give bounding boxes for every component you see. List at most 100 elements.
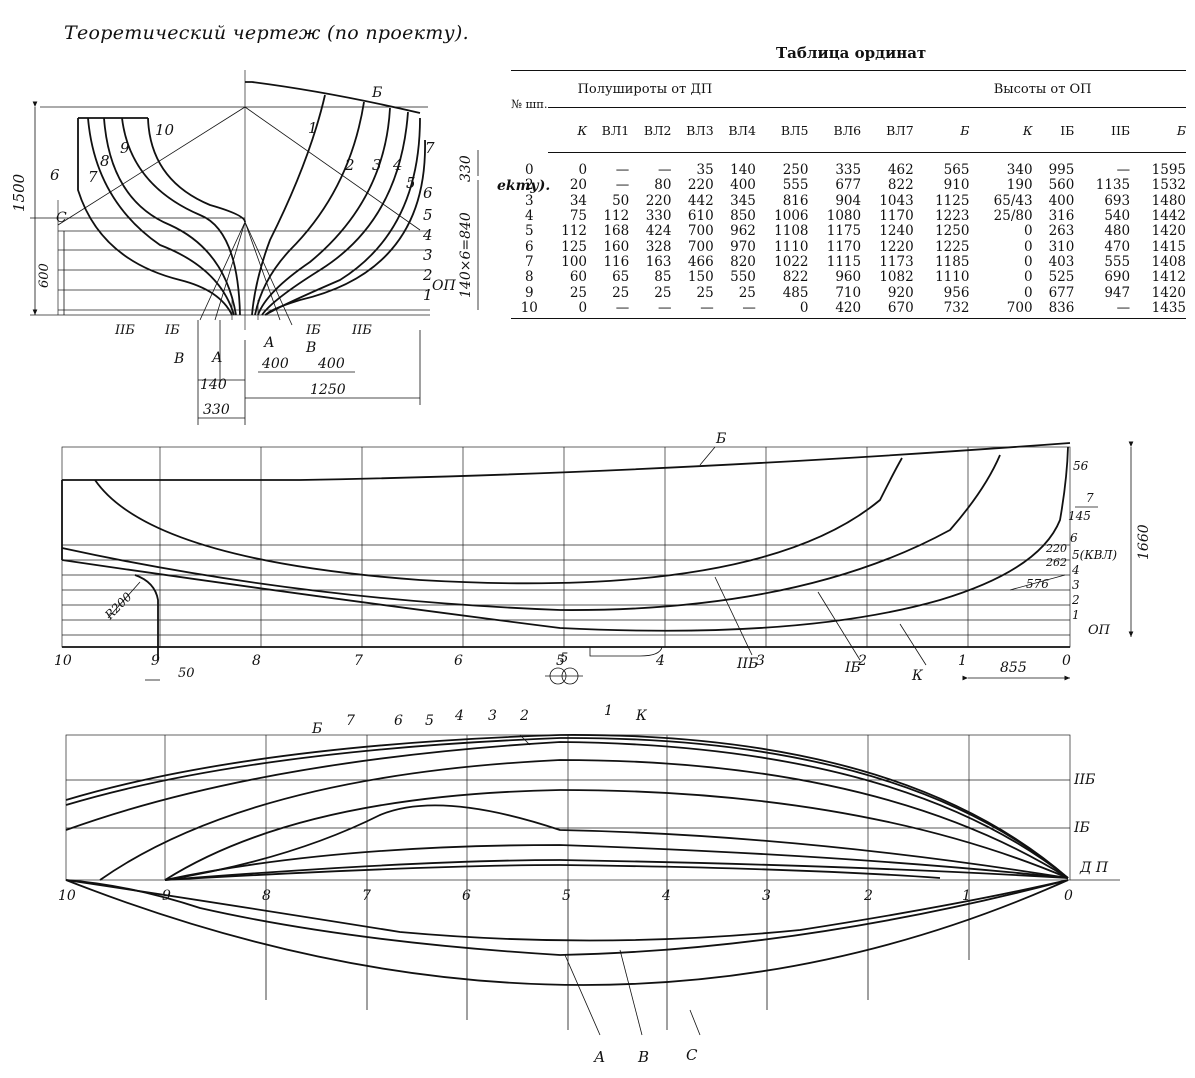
dim-576: 576: [1026, 577, 1049, 591]
table-cell: —: [587, 300, 630, 319]
body-plan-aft-frame-label: 6: [50, 166, 60, 184]
table-cell: 555: [1104, 253, 1131, 270]
table-cell: 1240: [879, 223, 914, 240]
table-cell: 25: [738, 284, 756, 301]
column-header: ВЛ6: [808, 107, 862, 153]
table-cell: 85: [654, 269, 672, 286]
table-cell: 1135: [1095, 177, 1131, 194]
table-cell: 560: [1048, 177, 1075, 194]
table-cell: 462: [887, 162, 914, 179]
bp-label-op: ОП: [432, 278, 456, 294]
half-breadth-frame-label: 3: [762, 888, 771, 904]
table-cell: 1225: [935, 238, 970, 255]
table-cell: —: [671, 300, 714, 319]
dim-1500: 1500: [10, 173, 28, 212]
profile-frame-label: 6: [454, 653, 463, 669]
table-cell: 60: [569, 269, 588, 286]
table-cell: 690: [1104, 269, 1131, 286]
table-cell: 263: [1048, 223, 1075, 240]
dim-7: 7: [1086, 491, 1094, 505]
table-cell: 1006: [774, 208, 809, 225]
half-breadth-frame-label: 4: [661, 888, 671, 904]
table-cell: 0: [1023, 269, 1033, 286]
heights-header: Высоты от ОП: [913, 70, 1186, 108]
body-plan-fwd-frame-label: 2: [344, 156, 355, 174]
half-breadth-top-label: 5: [425, 713, 434, 729]
dim-1660: 1660: [1136, 524, 1152, 560]
body-plan-aft-frame-label: 10: [155, 121, 175, 139]
table-cell: 700: [687, 238, 714, 255]
table-cell: 160: [603, 238, 630, 255]
body-plan-fwd-frame-label: 7: [425, 139, 435, 157]
table-cell: 34: [569, 192, 588, 209]
profile-frame-label: 0: [1062, 653, 1071, 669]
table-cell: 525: [1048, 269, 1075, 286]
half-breadth-bottom-label: А: [593, 1048, 605, 1066]
table-cell: 35: [696, 162, 714, 179]
dim-56: 56: [1073, 459, 1089, 473]
column-header: IIБ: [1074, 107, 1131, 153]
profile-label-k: К: [911, 668, 924, 684]
table-cell: 1480: [1151, 192, 1186, 209]
table-cell: 112: [561, 223, 588, 240]
table-cell: 1185: [935, 253, 970, 270]
table-cell: 1110: [935, 269, 970, 286]
table-cell: 0: [547, 300, 588, 319]
profile-frame-label: 1: [958, 653, 967, 669]
body-plan-waterline-label: 5: [423, 206, 433, 224]
table-cell: 732: [913, 300, 970, 319]
dim-855: 855: [1000, 660, 1027, 676]
table-cell: 0: [1023, 284, 1033, 301]
table-cell: 920: [887, 284, 914, 301]
frame-number-cell: 4: [524, 208, 534, 225]
frame-number-cell: 10: [511, 300, 548, 319]
bp-label-b2: В: [305, 340, 316, 356]
table-cell: 1108: [774, 223, 809, 240]
table-cell: 550: [730, 269, 756, 286]
table-cell: 328: [645, 238, 672, 255]
half-breadth-top-label: 1: [604, 703, 613, 719]
table-cell: 466: [687, 253, 714, 270]
table-cell: 420: [808, 300, 862, 319]
dim-50: 50: [178, 666, 195, 681]
profile-view: Б ОП IIБ IБ К 1660 56 7 145 6 220 262 57…: [54, 431, 1152, 685]
table-cell: 1173: [879, 253, 914, 270]
table-cell: 904: [835, 192, 862, 209]
half-breadth-frame-label: 1: [962, 888, 971, 904]
dim-840: 140×6=840: [458, 212, 474, 298]
frame-number-cell: 8: [524, 269, 534, 286]
half-breadth-frame-label: 6: [462, 888, 471, 904]
table-cell: 335: [835, 162, 862, 179]
table-cell: 220: [687, 177, 714, 194]
table-cell: 65: [612, 269, 630, 286]
table-cell: 1170: [879, 208, 914, 225]
body-plan-waterline-label: 4: [422, 226, 433, 244]
table-cell: 670: [861, 300, 914, 319]
bp-label-ib-right: IБ: [305, 323, 321, 338]
table-cell: 947: [1104, 284, 1131, 301]
dim-262: 262: [1045, 556, 1067, 569]
table-cell: 820: [730, 253, 756, 270]
frame-number-header: № шп.: [511, 70, 548, 153]
table-cell: 65/43: [993, 192, 1033, 209]
table-cell: 1022: [774, 253, 809, 270]
bp-label-iib-right: IIБ: [351, 323, 372, 338]
bp-label-iib-left: IIБ: [114, 323, 135, 338]
table-cell: 1043: [879, 192, 914, 209]
body-plan-waterline-label: 1: [423, 286, 433, 304]
profile-label-op: ОП: [1088, 623, 1111, 638]
dim-6: 6: [1070, 531, 1078, 545]
table-cell: —: [615, 177, 630, 194]
